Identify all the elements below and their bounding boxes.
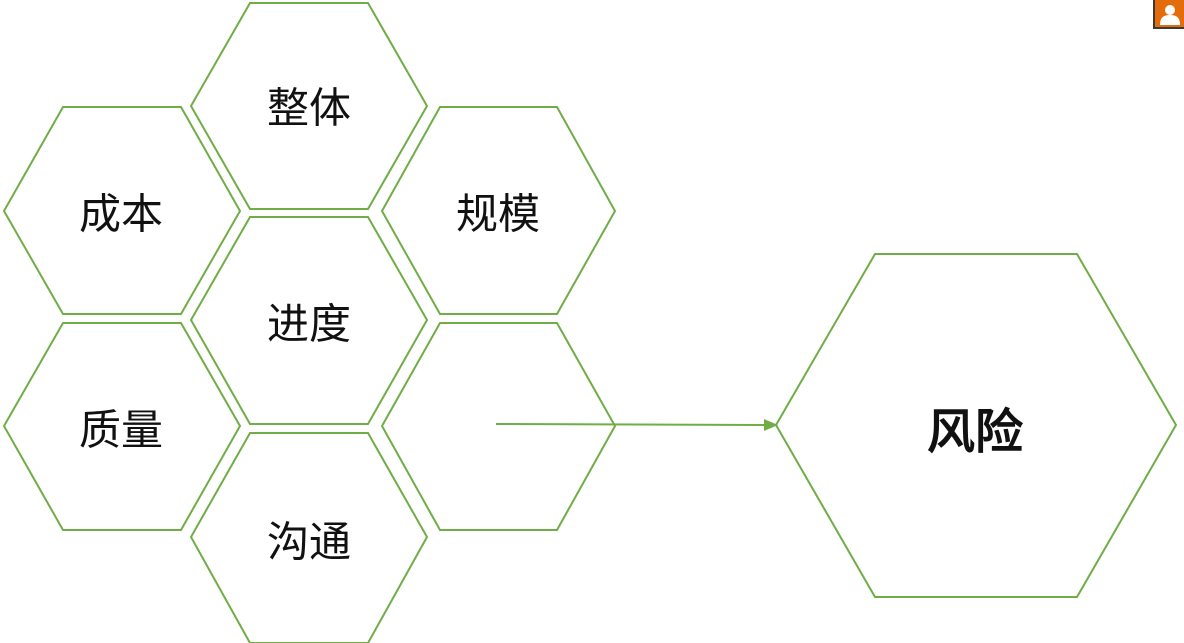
hex-label-guimo: 规模 [456,190,540,239]
person-glyph [1160,5,1180,25]
arrow-connector [495,419,778,431]
hex-outline [189,2,429,210]
hex-outline [2,322,242,531]
hex-outline [380,322,617,531]
hex-outline [189,216,429,425]
hex-factor-zhengti: 整体 [189,2,429,210]
user-avatar-icon[interactable] [1153,0,1184,29]
hex-result-fengxian: 风险 [774,253,1178,598]
hex-label-zhiliang: 质量 [79,406,163,455]
hex-outline [380,106,617,315]
hex-factor-chengben: 成本 [2,106,242,315]
hex-factor-zhiliang: 质量 [2,322,242,531]
hex-factor-jindu: 进度 [189,216,429,425]
hex-factor-empty [380,322,617,531]
arrow-line [495,423,767,426]
hex-label-chengben: 成本 [79,190,163,239]
hex-factor-goutong: 沟通 [189,432,429,643]
hex-label-zhengti: 整体 [267,84,351,133]
hex-outline [189,432,429,643]
hex-label-jindu: 进度 [267,300,351,349]
hex-label-fengxian: 风险 [927,404,1024,460]
hex-outline [2,106,242,315]
arrowhead [764,419,778,431]
hex-label-goutong: 沟通 [267,518,351,567]
hex-factor-guimo: 规模 [380,106,617,315]
